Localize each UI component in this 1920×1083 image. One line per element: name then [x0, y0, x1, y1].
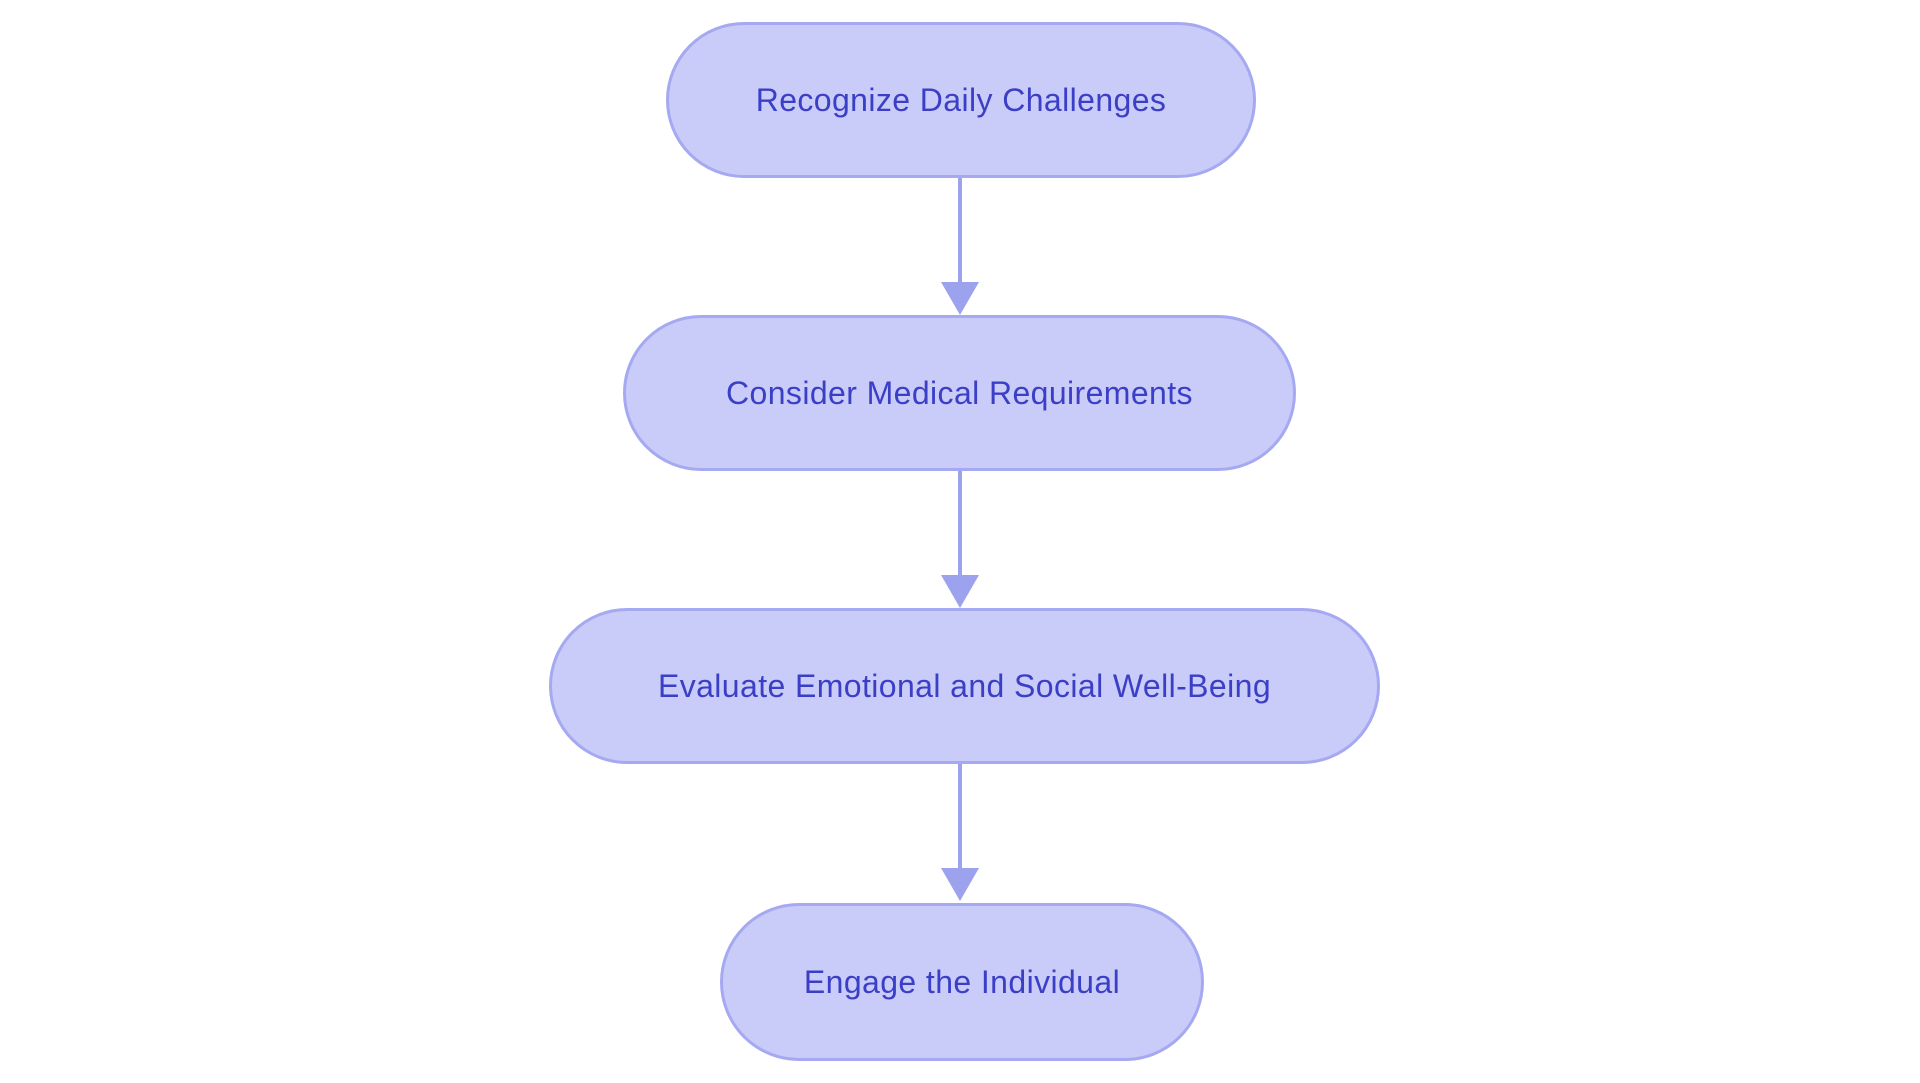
- arrow-head-icon: [941, 868, 979, 901]
- flow-node-evaluate-emotional-social-well-being: Evaluate Emotional and Social Well-Being: [549, 608, 1380, 764]
- flow-node-consider-medical-requirements: Consider Medical Requirements: [623, 315, 1296, 471]
- node-label: Consider Medical Requirements: [726, 374, 1193, 411]
- arrow-shaft: [958, 471, 962, 577]
- arrow-shaft: [958, 178, 962, 284]
- flow-node-engage-the-individual: Engage the Individual: [720, 903, 1204, 1061]
- arrow-head-icon: [941, 282, 979, 315]
- arrow-head-icon: [941, 575, 979, 608]
- node-label: Engage the Individual: [803, 963, 1121, 1000]
- node-label: Recognize Daily Challenges: [755, 81, 1167, 118]
- node-label: Evaluate Emotional and Social Well-Being: [657, 667, 1272, 704]
- flow-node-recognize-daily-challenges: Recognize Daily Challenges: [666, 22, 1256, 178]
- arrow-shaft: [958, 764, 962, 870]
